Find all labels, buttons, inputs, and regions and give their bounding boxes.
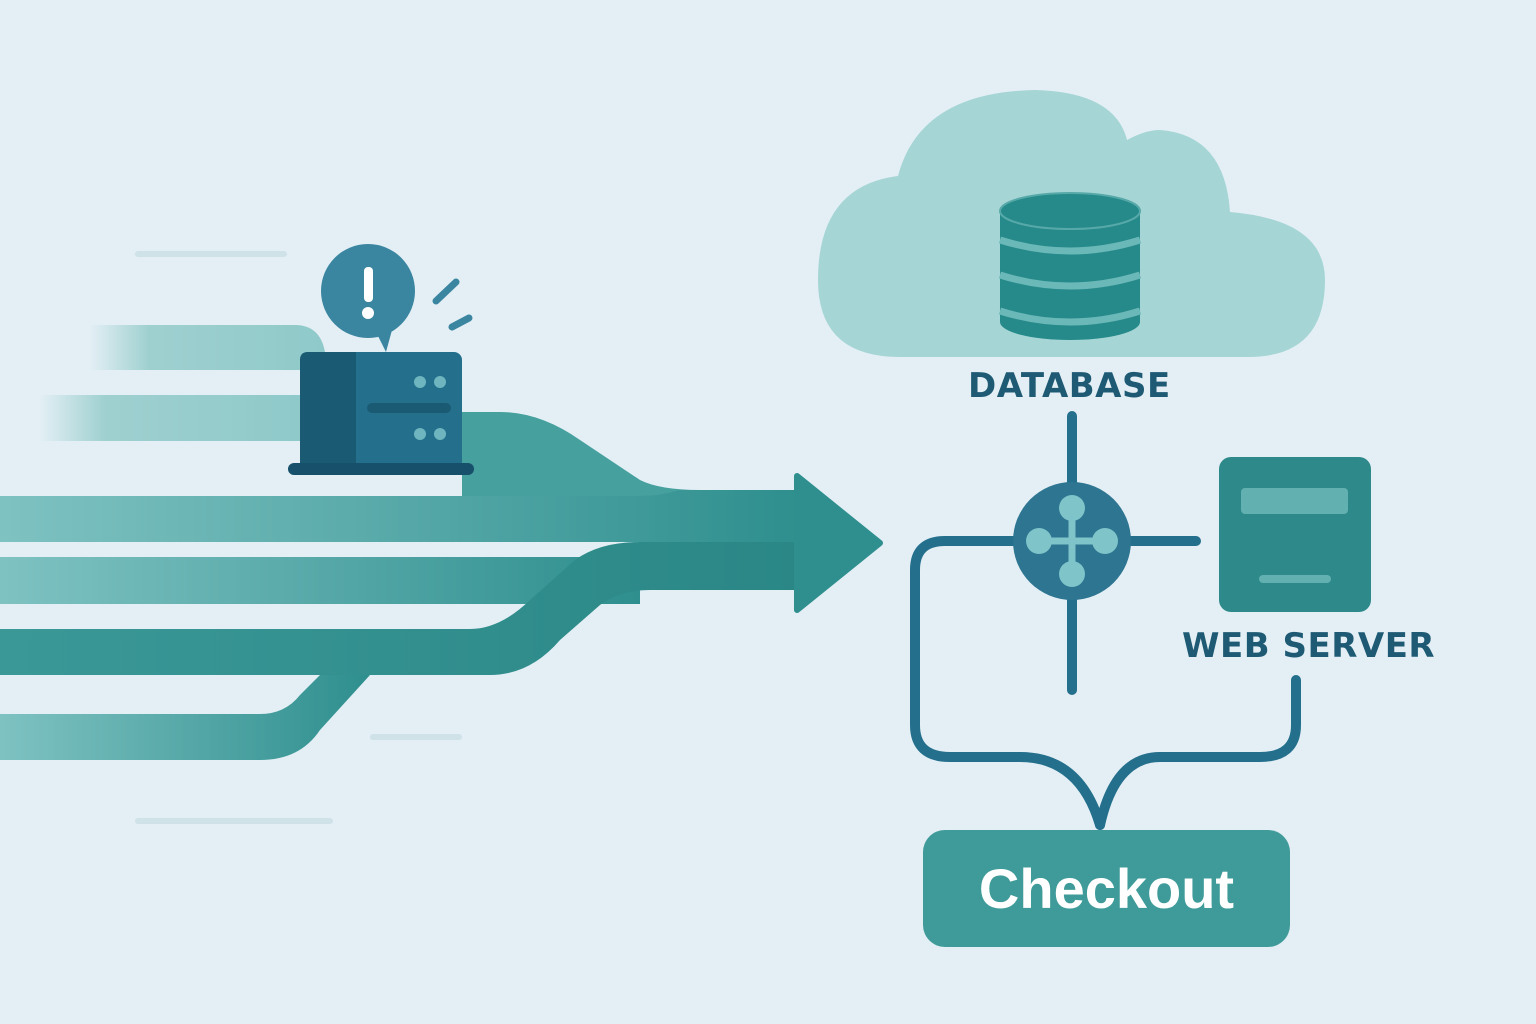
traffic-stream — [0, 490, 800, 542]
connector-left-loop — [910, 536, 1105, 830]
traffic-stream — [0, 542, 800, 675]
arrow-head — [794, 473, 883, 613]
speed-line — [135, 818, 333, 824]
database-icon — [998, 192, 1142, 340]
exclamation-icon — [364, 267, 373, 302]
alert-spark — [432, 278, 460, 305]
legacy-server — [288, 244, 474, 475]
connector-right-loop — [1095, 675, 1301, 830]
server-panel-icon — [1219, 457, 1371, 612]
web-server-label: WEB SERVER — [1182, 626, 1436, 666]
traffic-stream — [40, 395, 300, 441]
checkout-button[interactable]: Checkout — [923, 830, 1290, 947]
traffic-stream — [90, 325, 325, 370]
speed-line — [370, 734, 462, 740]
traffic-stream — [0, 557, 640, 604]
traffic-stream — [0, 675, 370, 760]
alert-spark — [448, 314, 473, 331]
database-label: DATABASE — [968, 366, 1171, 406]
network-hub-icon — [1013, 482, 1131, 600]
speed-line — [135, 251, 287, 257]
